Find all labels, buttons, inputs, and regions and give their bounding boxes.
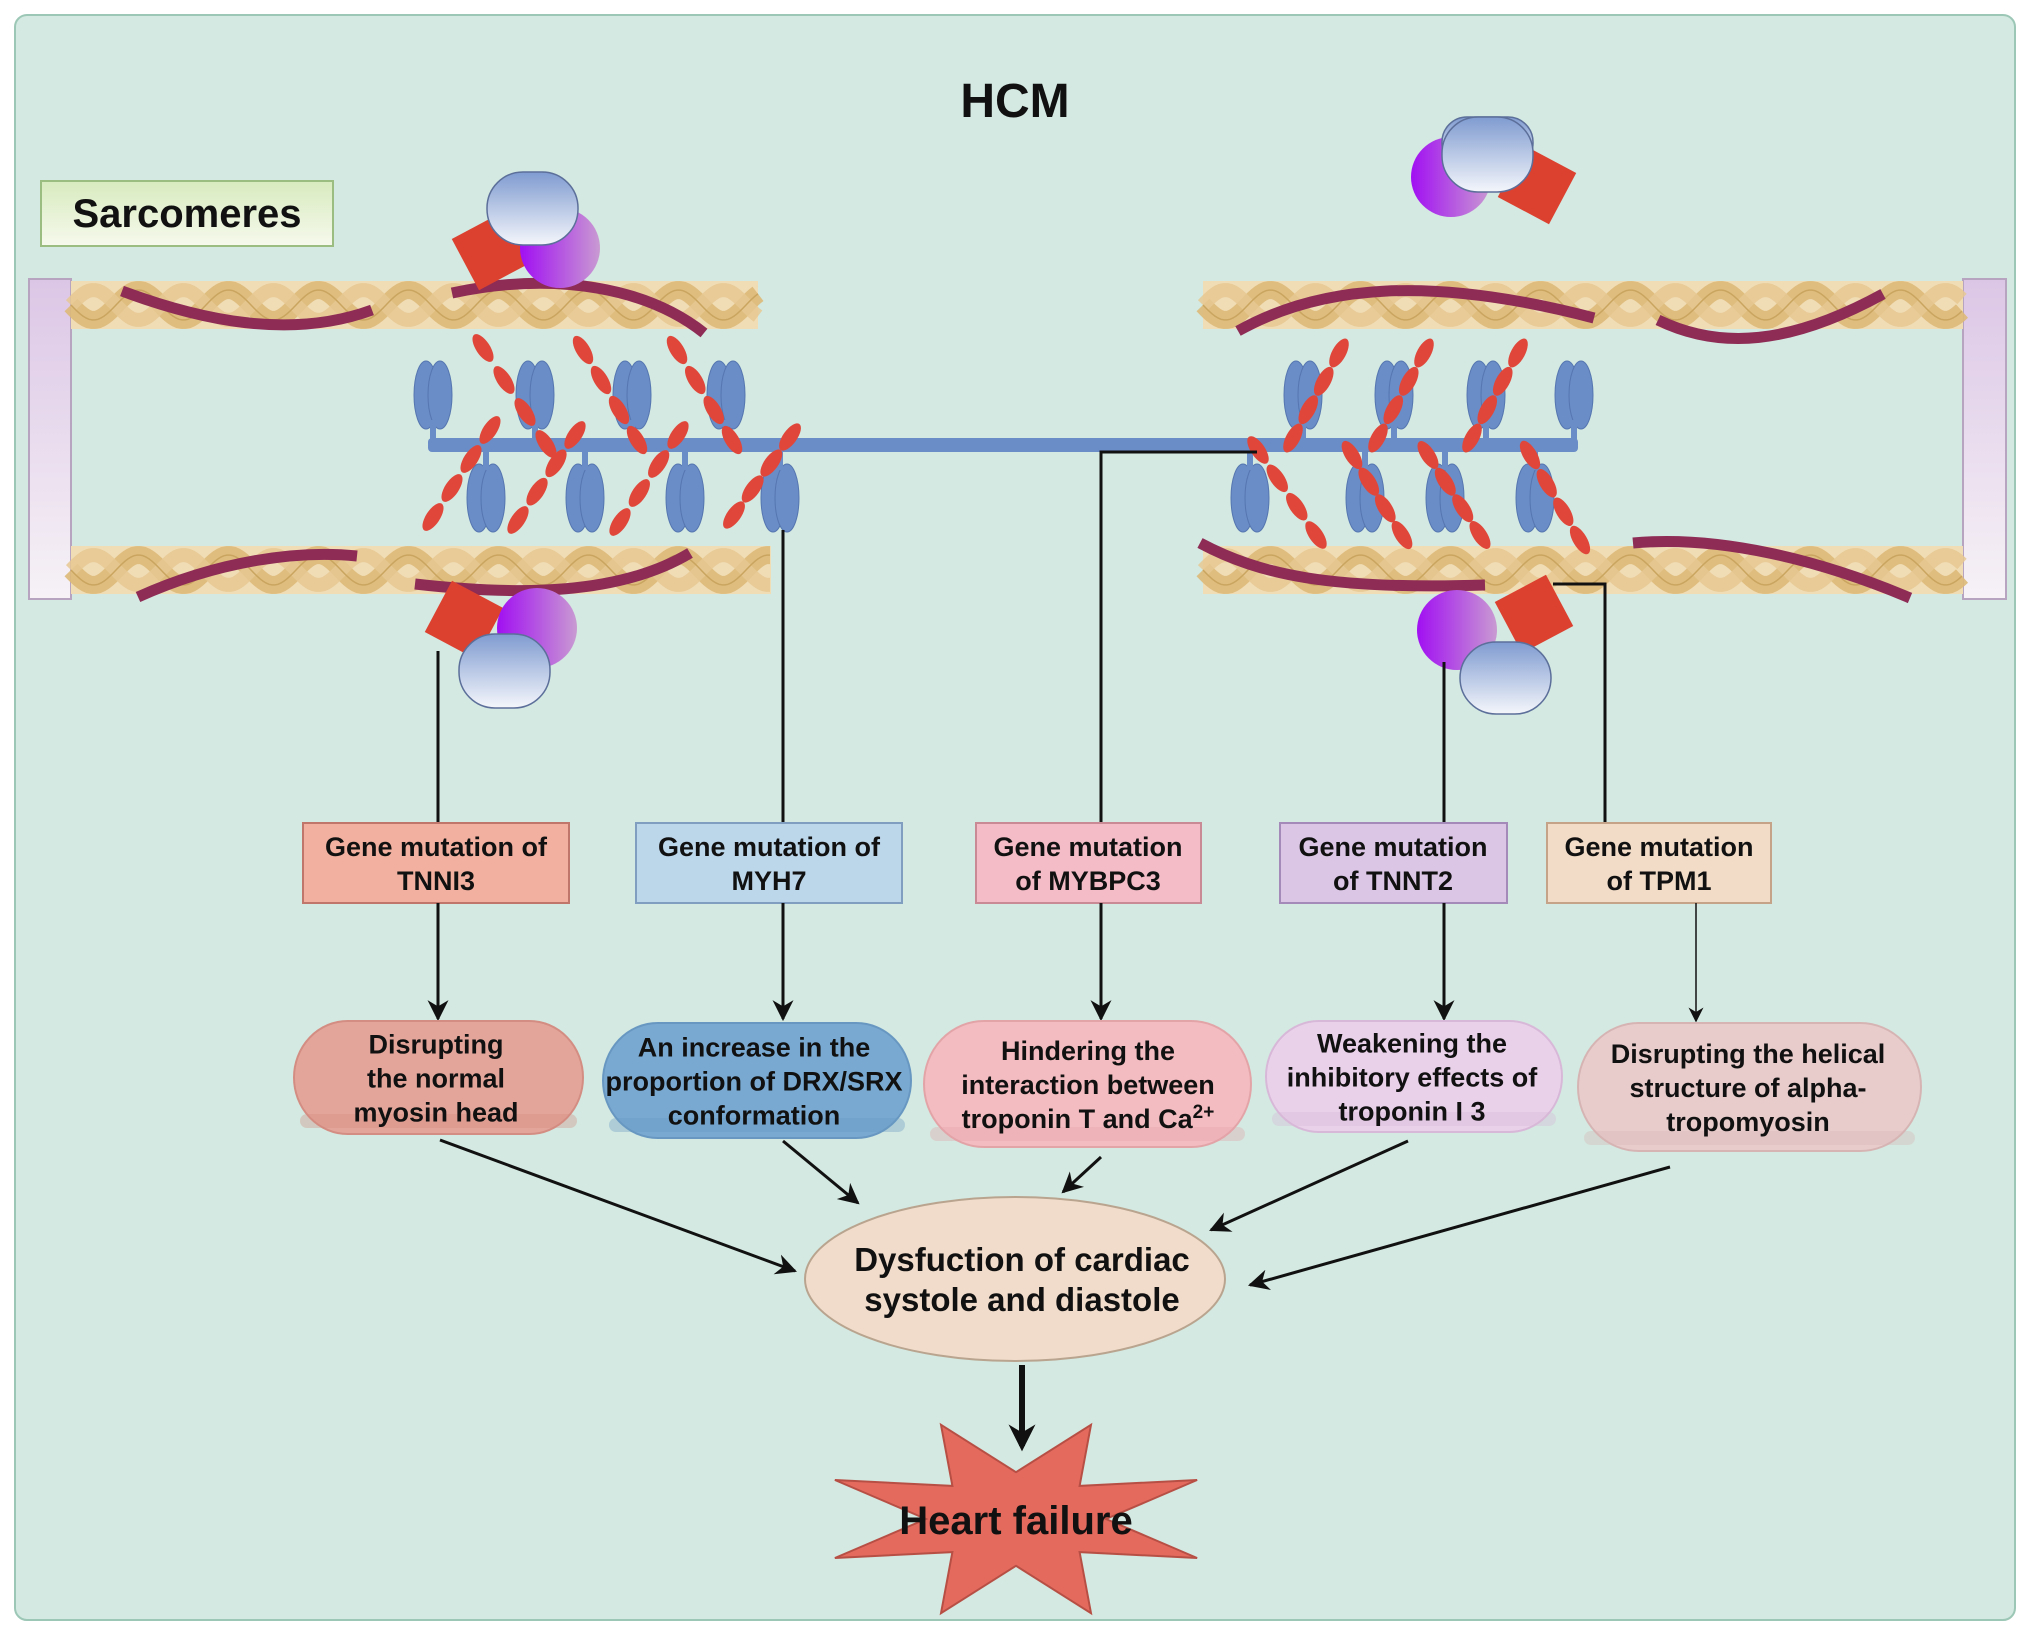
mybpc-chain [1368, 338, 1434, 453]
effect-node-mybpc3: Hindering the interaction betweentroponin… [923, 1020, 1252, 1148]
gene-box-line-2: of MYBPC3 [1015, 866, 1161, 896]
tropomyosin-strand [1632, 536, 1913, 604]
effect-line: structure of alpha- [1629, 1073, 1866, 1103]
myosin-head [760, 463, 800, 533]
gene-connectors [436, 450, 1607, 823]
arrow-effect-tpm1 [1247, 1165, 1671, 1290]
mybpc-chain [666, 335, 743, 455]
outcome-node: Dysfuction of cardiac systole and diasto… [804, 1196, 1226, 1362]
effect-line: myosin head [353, 1098, 518, 1128]
z-disc-left [28, 278, 72, 600]
heart-failure-node: Heart failure [834, 1422, 1198, 1616]
heart-failure-label: Heart failure [899, 1499, 1132, 1543]
gene-box-tnni3: Gene mutation of TNNI3 [302, 822, 570, 904]
effect-line: proportion of DRX/SRX [606, 1067, 903, 1097]
gene-box-line-2: MYH7 [731, 866, 806, 896]
gene-box-myh7: Gene mutation of MYH7 [635, 822, 903, 904]
connector-tpm1 [1553, 582, 1607, 823]
gene-effect-arrows [427, 903, 1704, 1023]
arrow-effect-myh7 [782, 1139, 860, 1205]
gene-box-line-1: Gene mutation [1298, 832, 1487, 862]
gene-box-tnnt2: Gene mutation of TNNT2 [1279, 822, 1508, 904]
troponin-complex-bottom-right [1417, 574, 1574, 715]
mybpc-chain [723, 423, 801, 529]
effect-line: Disrupting [369, 1030, 504, 1060]
outcome-line-2: systole and diastole [864, 1281, 1179, 1318]
gene-box-line-1: Gene mutation [1564, 832, 1753, 862]
background-panel [14, 14, 2016, 1621]
connector-mybpc3 [1099, 450, 1257, 823]
troponin-c-shape [1459, 641, 1552, 715]
tropomyosin-strand [1235, 285, 1596, 336]
mybpc-chain [1283, 338, 1349, 453]
myosin-head [1554, 360, 1594, 430]
diagram-title: HCM [960, 75, 1069, 128]
effect-line: conformation [668, 1101, 841, 1131]
effect-line: troponin T and Ca2+ [962, 1102, 1215, 1135]
z-disc-right [1962, 278, 2007, 600]
effect-line: the normal [367, 1064, 505, 1094]
mybpc-chain [1341, 440, 1413, 550]
tropomyosin-strand [120, 285, 374, 331]
actin-filament-top-left [64, 281, 764, 329]
gene-box-line-2: of TNNT2 [1333, 866, 1453, 896]
heart-failure-star [834, 1422, 1198, 1616]
effect-line: Disrupting the helical [1611, 1039, 1886, 1069]
effect-line: tropomyosin [1666, 1107, 1830, 1137]
gene-box-mybpc3: Gene mutation of MYBPC3 [975, 822, 1202, 904]
effect-node-tnnt2: Weakening the inhibitory effects of tropon… [1265, 1020, 1563, 1133]
gene-box-line-2: of TPM1 [1607, 866, 1712, 896]
myosin-head [466, 463, 506, 533]
mybpc-chain [422, 416, 501, 531]
arrow-effect-tnni3 [439, 1138, 797, 1275]
effect-line: Hindering the [1001, 1036, 1175, 1066]
troponin-complex-bottom-left [424, 580, 577, 709]
sarcomeres-label: Sarcomeres [72, 192, 301, 236]
effect-line: inhibitory effects of [1287, 1063, 1539, 1093]
effect-node-myh7: An increase in the proportion of DRX/SRX c… [602, 1022, 912, 1139]
myosin-head [565, 463, 605, 533]
effect-line: interaction between [961, 1070, 1215, 1100]
arrow-effect-mybpc3 [1061, 1155, 1103, 1194]
troponin-c-shape [486, 171, 579, 246]
tropomyosin-strand [1197, 538, 1486, 592]
mybpc-chain [1519, 440, 1591, 555]
troponin-complex-top-right [1411, 116, 1577, 225]
tropomyosin-strand [1655, 289, 1886, 344]
gene-box-line-1: Gene mutation of [325, 832, 548, 862]
mybpc-chain [572, 335, 648, 455]
myosin-head [1230, 463, 1270, 533]
effect-outcome-arrows [439, 1138, 1671, 1290]
gene-box-line-1: Gene mutation of [658, 832, 881, 862]
effect-line: An increase in the [638, 1033, 871, 1063]
myosin-head [515, 360, 555, 430]
tropomyosin-strand [450, 277, 708, 338]
arrow-effect-tnnt2 [1209, 1139, 1409, 1232]
myosin-head [665, 463, 705, 533]
mybpc-chain [507, 421, 586, 534]
myosin-head [413, 360, 453, 430]
tropomyosin-strand [135, 548, 358, 603]
gene-box-tpm1: Gene mutation of TPM1 [1546, 822, 1772, 904]
troponin-complex-top-left [451, 171, 600, 291]
gene-box-line-2: TNNI3 [397, 866, 475, 896]
troponin-c-shape [458, 633, 551, 709]
mybpc-chain [609, 421, 689, 536]
sarcomeres-label-box: Sarcomeres [40, 180, 334, 247]
mybpc-chain [1462, 338, 1528, 453]
effect-line: troponin I 3 [1339, 1097, 1486, 1127]
tropomyosin-strands [120, 277, 1913, 604]
myosin-thick-filament [428, 438, 1578, 452]
gene-box-line-1: Gene mutation [993, 832, 1182, 862]
mybpc-chain [1247, 436, 1327, 549]
effect-node-tpm1: Disrupting the helical structure of alpha… [1577, 1022, 1922, 1152]
outcome-line-1: Dysfuction of cardiac [854, 1241, 1190, 1278]
effect-node-tnni3: Disrupting the normal myosin head [293, 1020, 584, 1135]
mybpc-chain [472, 334, 557, 458]
troponin-t-shape [1494, 574, 1574, 654]
mybpc-chain [1417, 441, 1491, 549]
effect-line: Weakening the [1317, 1029, 1507, 1059]
